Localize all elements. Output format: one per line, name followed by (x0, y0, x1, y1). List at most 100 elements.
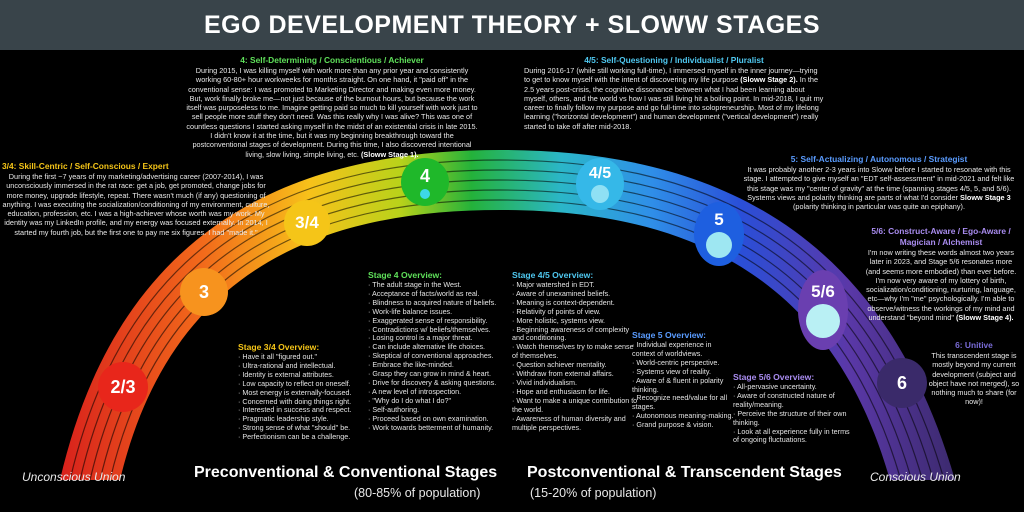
overview-item: World-centric perspective. (632, 358, 736, 368)
overview-item: Concerned with doing things right. (238, 397, 372, 407)
stage-5-tag: Sloww Stage 3 (960, 192, 1011, 202)
stage-badge-5: 5 (694, 202, 744, 266)
stage-badge-5-6: 5/6 (798, 270, 848, 350)
stage-badge-2-3: 2/3 (98, 362, 148, 412)
stage-6-narrative: 6: Unitive This transcendent stage is mo… (926, 340, 1022, 407)
overview-list: The adult stage in the West.Acceptance o… (368, 280, 508, 433)
stage-label: 4/5 (588, 165, 612, 182)
stage-4-tag: (Sloww Stage 1). (361, 149, 419, 159)
overview-item: Perceive the structure of their own thin… (733, 409, 851, 428)
stage-4-overview: Stage 4 Overview: The adult stage in the… (368, 270, 508, 432)
overview-item: Self-authoring. (368, 405, 508, 415)
overview-item: Contradictions w/ beliefs/themselves. (368, 325, 508, 335)
overview-item: Losing control is a major threat. (368, 334, 508, 343)
stage-5-narrative: 5: Self-Actualizing / Autonomous / Strat… (738, 154, 1020, 211)
overview-item: Acceptance of facts/world as real. (368, 289, 508, 299)
header-bar: EGO DEVELOPMENT THEORY + SLOWW STAGES (0, 0, 1024, 50)
overview-item: Vivid individualism. (512, 378, 640, 388)
overview-item: Watch themselves try to make sense of th… (512, 342, 640, 361)
overview-item: Aware of & fluent in polarity thinking. (632, 376, 736, 395)
overview-item: "Why do I do what I do?" (368, 396, 508, 406)
stage-label: 5/6 (811, 282, 835, 301)
overview-list: Individual experience in context of worl… (632, 340, 736, 430)
stage-badge-4: 4 (401, 158, 449, 206)
overview-item: Systems view of reality. (632, 367, 736, 377)
overview-item: Perfectionism can be a challenge. (238, 432, 372, 442)
overview-item: Work towards betterment of humanity. (368, 423, 508, 433)
nested-circle-icon (591, 185, 609, 203)
stage-6-text: This transcendent stage is mostly beyond… (928, 351, 1020, 407)
overview-heading: Stage 3/4 Overview: (238, 342, 320, 352)
stage-label: 3 (198, 281, 209, 302)
stage-4-narrative: 4: Self-Determining / Conscientious / Ac… (186, 55, 478, 159)
stage-label: 6 (896, 372, 907, 393)
overview-item: Major watershed in EDT. (512, 280, 640, 290)
overview-item: Aware of constructed nature of reality/m… (733, 391, 851, 410)
overview-item: Skeptical of conventional approaches. (368, 351, 508, 361)
stage-4-5-text-1: During 2016-17 (while still working full… (524, 66, 818, 85)
arc-curve-line (69, 159, 945, 481)
overview-item: Pragmatic leadership style. (238, 414, 372, 424)
overview-item: Relativity of points of view. (512, 307, 640, 317)
overview-item: Identity is external attributes. (238, 370, 372, 380)
stage-4-heading: 4: Self-Determining / Conscientious / Ac… (240, 55, 424, 65)
stage-6-heading: 6: Unitive (955, 340, 993, 350)
stage-5-6-narrative: 5/6: Construct-Aware / Ego-Aware / Magic… (862, 226, 1020, 322)
stage-4-5-text-2: In the 2.5 years post-crisis, the cognit… (524, 75, 824, 131)
stage-4-5-overview: Stage 4/5 Overview: Major watershed in E… (512, 270, 640, 432)
overview-item: Want to make a unique contribution to th… (512, 396, 640, 415)
nested-circle-icon (420, 188, 430, 199)
stage-label: 3/4 (295, 213, 319, 232)
stage-badge-3-4: 3/4 (284, 200, 330, 246)
overview-item: Aware of unexamined beliefs. (512, 289, 640, 299)
nested-circle-icon (806, 304, 840, 338)
overview-list: All-pervasive uncertainty.Aware of const… (733, 382, 851, 446)
stage-4-5-narrative: 4/5: Self-Questioning / Individualist / … (524, 55, 824, 131)
overview-item: Interested in success and respect. (238, 406, 372, 415)
overview-item: Ultra-rational and intellectual. (238, 361, 372, 371)
stage-3-4-text: During the first ~7 years of my marketin… (2, 172, 270, 237)
overview-item: Grand purpose & vision. (632, 420, 736, 430)
stage-5-text-1: It was probably another 2-3 years into S… (743, 165, 1015, 202)
overview-item: Have it all "figured out." (238, 352, 372, 362)
overview-item: Strong sense of what "should" be. (238, 423, 372, 433)
overview-item: Drive for discovery & asking questions. (368, 378, 508, 388)
overview-item: Grasp they can grow in mind & heart. (368, 369, 508, 379)
stage-5-6-text: I'm now writing these words almost two y… (865, 248, 1017, 323)
overview-heading: Stage 4/5 Overview: (512, 270, 594, 280)
stage-3-4-narrative: 3/4: Skill-Centric / Self-Conscious / Ex… (2, 161, 270, 237)
overview-item: Individual experience in context of worl… (632, 340, 736, 359)
stage-5-overview: Stage 5 Overview: Individual experience … (632, 330, 736, 430)
overview-item: The adult stage in the West. (368, 280, 508, 290)
overview-item: Low capacity to reflect on oneself. (238, 379, 372, 389)
overview-list: Have it all "figured out."Ultra-rational… (238, 352, 372, 442)
stage-3-4-heading: 3/4: Skill-Centric / Self-Conscious / Ex… (2, 161, 169, 171)
overview-item: Most energy is externally-focused. (238, 388, 372, 398)
stage-label: 5 (714, 210, 724, 229)
overview-item: Hope and enthusiasm for life. (512, 387, 640, 397)
preconventional-title: Preconventional & Conventional Stages (194, 464, 498, 481)
overview-item: Question achiever mentality. (512, 360, 640, 370)
overview-item: Exaggerated sense of responsibility. (368, 316, 508, 326)
overview-item: A new level of introspection. (368, 387, 508, 397)
stage-label: 2/3 (110, 376, 136, 397)
stage-badge-4-5: 4/5 (576, 158, 624, 210)
overview-item: Can include alternative life choices. (368, 342, 508, 352)
stage-4-5-tag: (Sloww Stage 2). (740, 75, 798, 85)
overview-item: All-pervasive uncertainty. (733, 382, 851, 392)
unconscious-union-label: Unconscious Union (22, 470, 126, 484)
conscious-union-label: Conscious Union (870, 470, 961, 484)
overview-heading: Stage 5 Overview: (632, 330, 707, 340)
page-title: EGO DEVELOPMENT THEORY + SLOWW STAGES (203, 10, 820, 39)
overview-item: Proceed based on own examination. (368, 414, 508, 424)
nested-circle-icon (706, 232, 732, 258)
stage-4-5-heading: 4/5: Self-Questioning / Individualist / … (584, 55, 764, 65)
stage-badge-6: 6 (877, 358, 927, 408)
overview-item: Meaning is context-dependent. (512, 298, 640, 308)
stage-label: 4 (419, 165, 430, 186)
overview-item: Look at all experience fully in terms of… (733, 427, 851, 446)
stage-5-text-2: (polarity thinking in particular was qui… (793, 202, 965, 212)
overview-heading: Stage 5/6 Overview: (733, 372, 815, 382)
stage-5-6-tag: (Sloww Stage 4). (955, 313, 1014, 323)
overview-list: Major watershed in EDT.Aware of unexamin… (512, 280, 640, 432)
